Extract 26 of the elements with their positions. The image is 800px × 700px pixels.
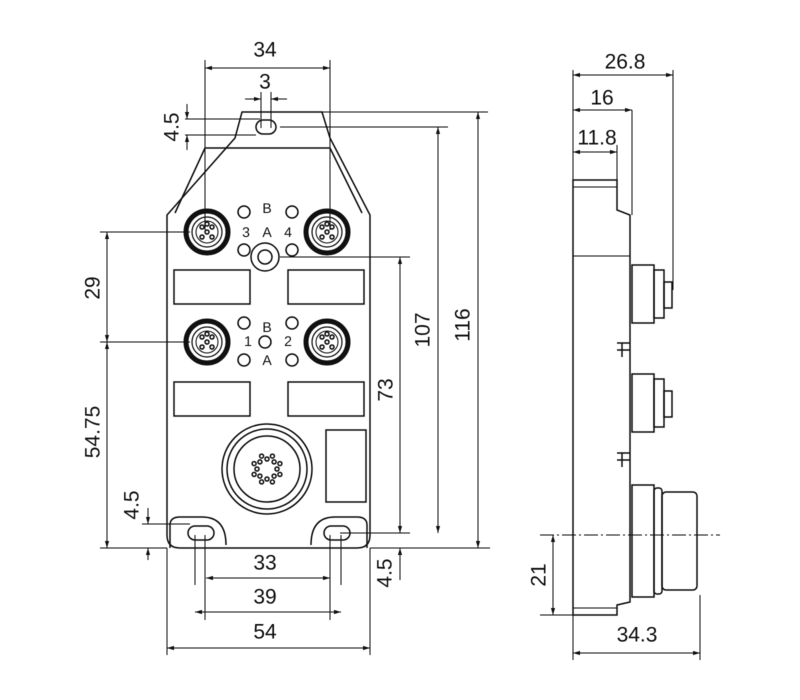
port-label: 4 (284, 225, 292, 239)
port-label: 3 (242, 225, 250, 239)
dimension-label: 26.8 (604, 52, 646, 72)
port-label: 1 (244, 334, 252, 348)
dimension-label: 21 (528, 563, 550, 587)
dimension-label: 3 (259, 72, 271, 92)
dimension-label: 73 (376, 378, 396, 402)
dimension-label: 34 (253, 40, 277, 60)
port-label: A (262, 225, 272, 239)
dimension-label: 4.5 (374, 558, 396, 588)
dimension-label: 54 (253, 622, 277, 642)
dimension-label: 33 (253, 552, 277, 574)
dimension-label: 39 (253, 586, 277, 608)
port-label: B (262, 320, 272, 334)
dimension-label: 11.8 (577, 128, 617, 148)
dimension-label: 16 (590, 88, 614, 108)
dimension-label: 4.5 (122, 490, 142, 520)
dimension-label: 54.75 (82, 406, 104, 458)
dimension-label: 107 (412, 312, 434, 348)
port-label: B (262, 201, 272, 215)
port-label: A (262, 353, 272, 367)
dimension-label: 34.3 (616, 624, 658, 646)
port-label: 2 (284, 334, 292, 348)
dimension-label: 4.5 (162, 112, 182, 142)
dimension-label: 116 (452, 308, 474, 342)
dimension-label: 29 (82, 276, 104, 300)
